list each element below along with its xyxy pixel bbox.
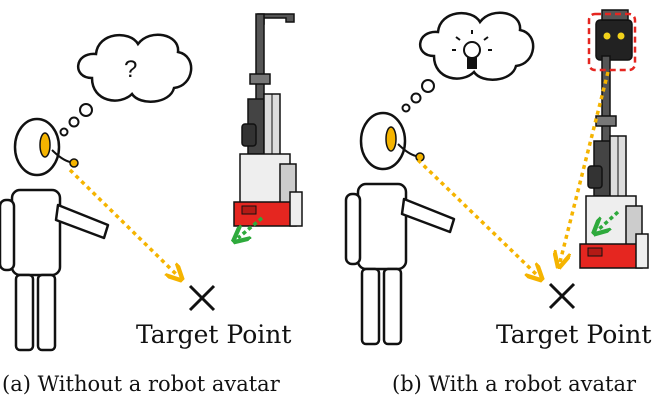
human-figure <box>344 111 456 346</box>
robot <box>233 13 303 227</box>
thought-cloud <box>59 33 193 137</box>
gaze-arrow <box>416 158 538 276</box>
robot-direction-arrow <box>238 216 264 238</box>
panel-b <box>344 9 649 346</box>
panel-a <box>0 13 303 352</box>
target-cross <box>188 284 216 312</box>
human-figure <box>0 117 110 352</box>
caption-b: (b) With a robot avatar <box>392 372 637 396</box>
robot-gaze-arrow <box>560 71 610 262</box>
target-cross <box>548 282 576 310</box>
robot-eye <box>617 32 625 40</box>
caption-a: (a) Without a robot avatar <box>2 372 280 396</box>
lightbulb-icon <box>452 30 492 69</box>
target-point-label: Target Point <box>136 320 292 349</box>
gaze-arrow <box>68 168 178 276</box>
target-point-label: Target Point <box>496 320 652 349</box>
robot-head-highlight <box>587 12 637 72</box>
question-mark: ? <box>124 56 138 83</box>
robot-eye <box>603 32 611 40</box>
thought-cloud <box>401 11 535 113</box>
robot-direction-arrow <box>598 210 620 230</box>
